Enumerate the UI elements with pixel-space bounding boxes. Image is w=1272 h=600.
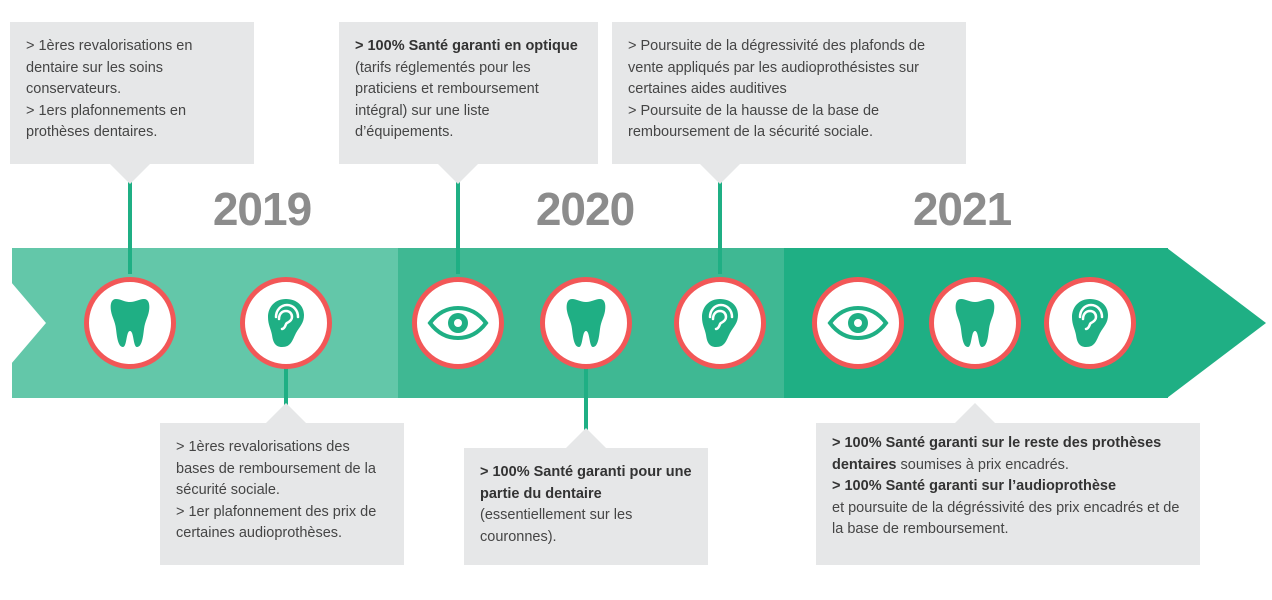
callout-pointer [110, 164, 150, 184]
callout-pointer [700, 164, 740, 184]
milestone-circle [540, 277, 632, 369]
callout-2020-dentaire: > 100% Santé garanti pour une partie du … [464, 448, 708, 565]
callout-text: soumises à prix encadrés. [896, 456, 1069, 473]
connector [584, 365, 588, 430]
ear-icon [266, 297, 306, 349]
tooth-icon [566, 297, 606, 349]
callout-text: et poursuite de la dégréssivité des prix… [832, 499, 1180, 538]
eye-icon [827, 305, 889, 341]
arrow-shapes [11, 248, 1266, 398]
callout-text: > Poursuite de la hausse de la base de r… [628, 102, 880, 141]
callout-bold: > 100% Santé garanti en optique [355, 38, 578, 54]
connector [456, 182, 460, 274]
callout-text: > Poursuite de la dégressivité des plafo… [628, 38, 926, 97]
milestone-circle [1044, 277, 1136, 369]
callout-pointer [438, 164, 478, 184]
callout-text: > 1ers plafonnements en prothèses dentai… [26, 102, 187, 141]
band-2019 [12, 248, 398, 398]
connector [128, 182, 132, 274]
callout-2020-audio: > Poursuite de la dégressivité des plafo… [612, 22, 966, 164]
callout-bold: > 100% Santé garanti pour une partie du … [480, 464, 692, 502]
milestone-circle [674, 277, 766, 369]
callout-pointer [266, 403, 306, 423]
callout-2021: > 100% Santé garanti sur le reste des pr… [816, 423, 1200, 565]
connector [718, 182, 722, 274]
year-2020: 2020 [535, 183, 635, 235]
milestone-circle [929, 277, 1021, 369]
callout-pointer [566, 428, 606, 448]
callout-2019-dental: > 1ères revalorisations en dentaire sur … [10, 22, 254, 164]
callout-2020-optique: > 100% Santé garanti en optique (tarifs … [339, 22, 598, 164]
milestone-circle [84, 277, 176, 369]
tooth-icon [110, 297, 150, 349]
eye-icon [427, 305, 489, 341]
milestone-circle [240, 277, 332, 369]
callout-bold: > 100% Santé garanti sur l’audioprothèse [832, 478, 1117, 494]
callout-text: (tarifs réglementés pour les praticiens … [355, 59, 539, 141]
arrow-head [1167, 248, 1266, 398]
callout-text: > 1ères revalorisations en dentaire sur … [26, 38, 193, 97]
tail-notch [11, 282, 46, 364]
tooth-icon [955, 297, 995, 349]
milestone-circle [812, 277, 904, 369]
year-2019: 2019 [212, 183, 312, 235]
callout-text: > 1er plafonnement des prix de certaines… [176, 503, 377, 542]
callout-2019-bases: > 1ères revalorisations des bases de rem… [160, 423, 404, 565]
ear-icon [700, 297, 740, 349]
callout-text: (essentiellement sur les couronnes). [480, 507, 633, 545]
callout-pointer [955, 403, 995, 423]
ear-icon [1070, 297, 1110, 349]
callout-text: > 1ères revalorisations des bases de rem… [176, 439, 376, 498]
milestone-circle [412, 277, 504, 369]
connector [284, 365, 288, 405]
callout-bold: > 100% Santé garanti sur le reste des pr… [832, 435, 1162, 473]
year-2021: 2021 [912, 183, 1012, 235]
